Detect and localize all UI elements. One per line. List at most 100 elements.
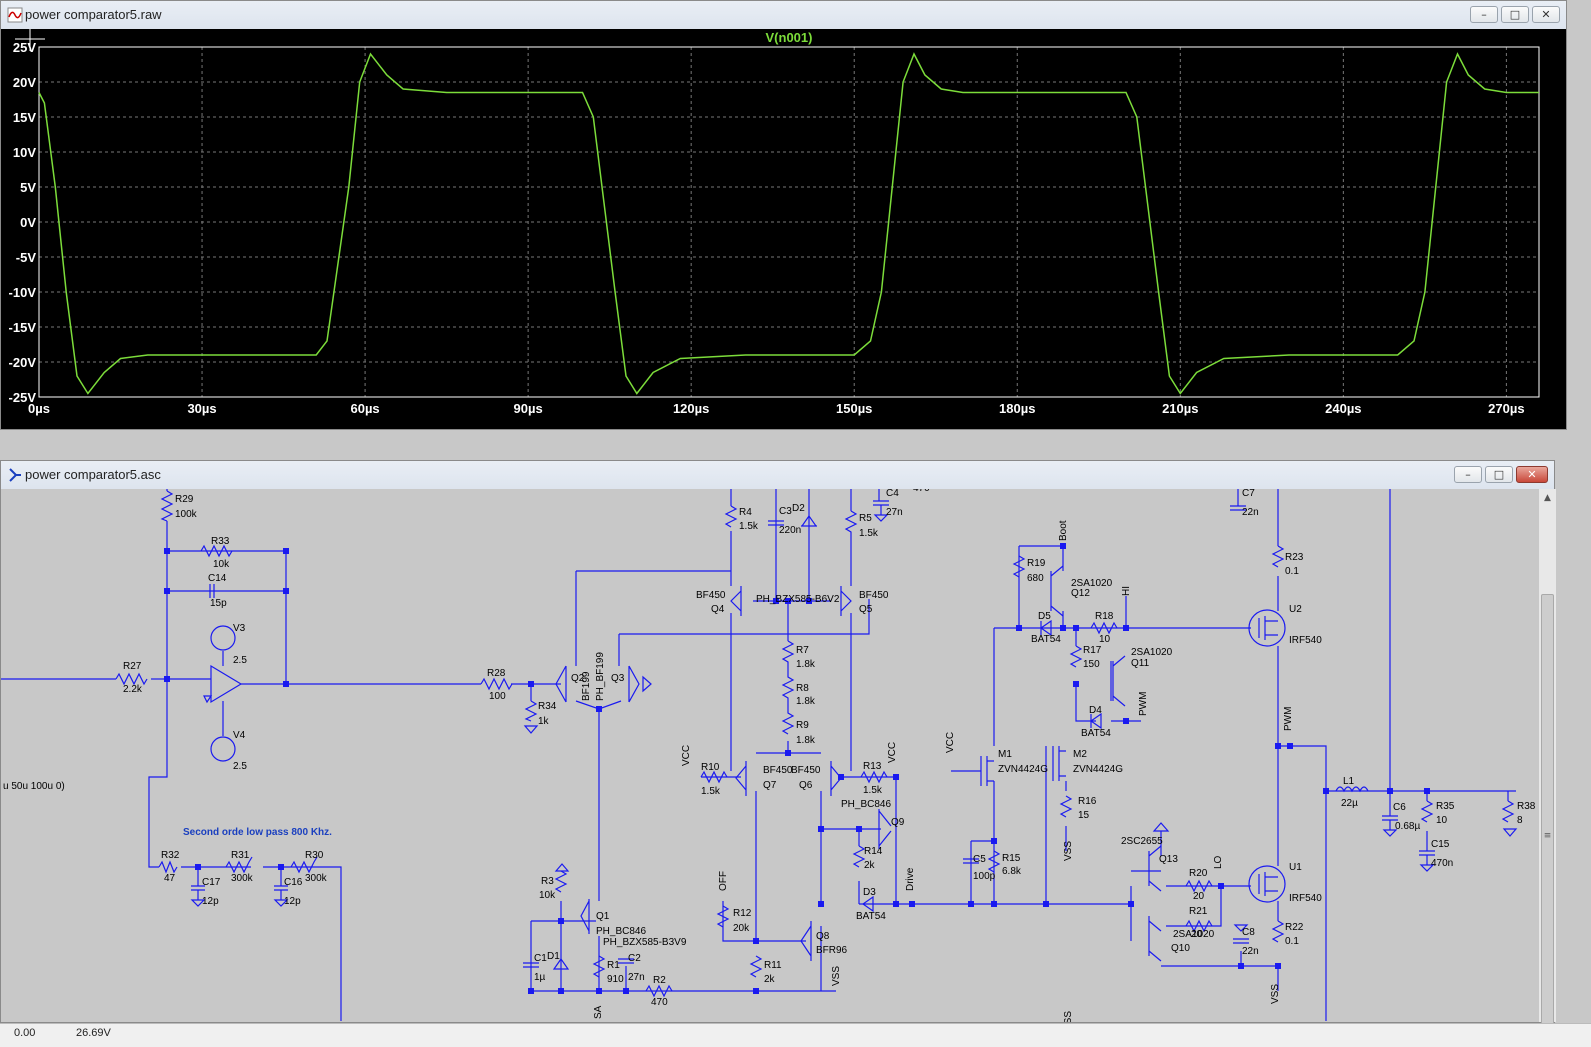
component-ref-label: R13 — [863, 761, 882, 772]
component-value-label: 1k — [538, 716, 550, 727]
close-icon[interactable]: ✕ — [1532, 6, 1560, 23]
component-value-label: IRF540 — [1289, 893, 1322, 904]
y-tick-label: -25V — [9, 390, 37, 405]
component-value-label: 22n — [1242, 507, 1259, 518]
minimize-icon[interactable]: – — [1454, 466, 1482, 483]
net-label: PWM — [1138, 692, 1149, 716]
component-ref-label: C6 — [1393, 802, 1406, 813]
component-ref-label: M2 — [1073, 749, 1087, 760]
component-ref-label: R15 — [1002, 853, 1021, 864]
schematic-comment[interactable]: Second orde low pass 800 Khz. — [183, 827, 332, 838]
component-ref-label: R27 — [123, 661, 142, 672]
schematic-canvas[interactable]: R29100kR3310kC1415pV32.5V42.5R272.2kR324… — [1, 489, 1538, 1022]
x-tick-label: 180µs — [999, 401, 1035, 416]
component-value-label: 0.1 — [1285, 936, 1299, 947]
component-value-label: 100p — [973, 871, 996, 882]
component-value-label: 20 — [1193, 891, 1205, 902]
x-tick-label: 210µs — [1162, 401, 1198, 416]
component-value-label: 1.5k — [863, 785, 883, 796]
maximize-icon[interactable]: □ — [1485, 466, 1513, 483]
waveform-titlebar[interactable]: power comparator5.raw – □ ✕ — [1, 1, 1566, 30]
x-tick-label: 240µs — [1325, 401, 1361, 416]
x-tick-label: 150µs — [836, 401, 872, 416]
component-value-label: 680 — [1027, 573, 1044, 584]
schematic-vertical-scrollbar[interactable]: ▲ ≡ — [1538, 489, 1556, 1026]
component-ref-label: D2 — [792, 503, 805, 514]
component-value-label: 2.2k — [123, 684, 143, 695]
component-value-label: 1.8k — [796, 696, 816, 707]
close-icon[interactable]: ✕ — [1516, 466, 1548, 483]
schematic-window[interactable]: power comparator5.asc – □ ✕ — [0, 460, 1556, 1026]
component-ref-label: U1 — [1289, 862, 1302, 873]
component-ref-label: Q5 — [859, 604, 873, 615]
partial-directive-text[interactable]: u 50u 100u 0) — [3, 781, 65, 792]
component-value-label: 22n — [1242, 946, 1259, 957]
schematic-titlebar[interactable]: power comparator5.asc – □ ✕ — [1, 461, 1554, 490]
component-value-label: 6.8k — [1002, 866, 1022, 877]
component-value-label: 1µ — [534, 972, 546, 983]
net-label: VSS — [1063, 1011, 1074, 1022]
component-ref-label: C15 — [1431, 839, 1450, 850]
component-ref-label: C17 — [202, 877, 221, 888]
component-value-label: 1.5k — [701, 786, 721, 797]
y-tick-label: 0V — [20, 215, 36, 230]
net-label: Boot — [1058, 520, 1069, 541]
net-label: Drive — [905, 867, 916, 891]
component-ref-label: U2 — [1289, 604, 1302, 615]
component-ref-label: R30 — [305, 850, 324, 861]
scroll-up-icon[interactable]: ▲ — [1544, 492, 1551, 503]
component-ref-label: R23 — [1285, 552, 1304, 563]
component-value-label: 100k — [175, 509, 198, 520]
x-tick-label: 30µs — [187, 401, 216, 416]
component-ref-label: M1 — [998, 749, 1012, 760]
status-left-value: 0.00 — [14, 1027, 36, 1039]
component-value-label: 47 — [164, 873, 176, 884]
component-value-label: 1.5k — [859, 528, 879, 539]
component-ref-label: C3 — [779, 506, 792, 517]
y-tick-label: 15V — [13, 110, 36, 125]
component-value-label: BF450 — [696, 590, 726, 601]
scrollbar-thumb[interactable] — [1541, 594, 1554, 1026]
maximize-icon[interactable]: □ — [1501, 6, 1529, 23]
net-label: VSS — [831, 966, 842, 986]
component-ref-label: Q10 — [1171, 943, 1190, 954]
component-value-label: ZVN4424G — [998, 764, 1048, 775]
component-ref-label: R14 — [864, 846, 883, 857]
component-ref-label: Q8 — [816, 931, 830, 942]
component-ref-label: R29 — [175, 494, 194, 505]
net-label: PWM — [1283, 707, 1294, 731]
component-ref-label: R32 — [161, 850, 180, 861]
trace-label[interactable]: V(n001) — [766, 30, 813, 45]
component-value-label: ZVN4424G — [1073, 764, 1123, 775]
schematic-icon — [9, 468, 21, 482]
component-ref-label: Q1 — [596, 911, 610, 922]
schematic-symbols — [115, 490, 1518, 998]
net-label: VCC — [887, 742, 898, 763]
component-ref-label: R35 — [1436, 801, 1455, 812]
component-value-label: 2SA1020 — [1173, 929, 1215, 940]
component-ref-label: C16 — [284, 877, 303, 888]
component-ref-label: V3 — [233, 623, 246, 634]
component-value-label: 300k — [231, 873, 254, 884]
component-value-label: 470n — [1431, 858, 1453, 869]
component-ref-label: Q2 — [571, 673, 585, 684]
y-tick-label: -15V — [9, 320, 37, 335]
component-value-label: PH_BZX585-B6V2 — [756, 594, 840, 605]
y-tick-label: -20V — [9, 355, 37, 370]
component-ref-label: Q12 — [1071, 588, 1090, 599]
x-tick-label: 60µs — [350, 401, 379, 416]
component-ref-label: L1 — [1343, 776, 1355, 787]
y-tick-label: 25V — [13, 40, 36, 55]
component-value-label: PH_BC846 — [841, 799, 891, 810]
component-value-label: 2k — [864, 860, 876, 871]
y-tick-label: 5V — [20, 180, 36, 195]
net-label: HI — [1121, 586, 1132, 596]
component-ref-label: C2 — [628, 953, 641, 964]
net-label: VSS — [1270, 984, 1281, 1004]
component-ref-label: R20 — [1189, 868, 1208, 879]
component-ref-label: C4 — [886, 489, 899, 499]
minimize-icon[interactable]: – — [1470, 6, 1498, 23]
component-ref-label: R10 — [701, 762, 720, 773]
